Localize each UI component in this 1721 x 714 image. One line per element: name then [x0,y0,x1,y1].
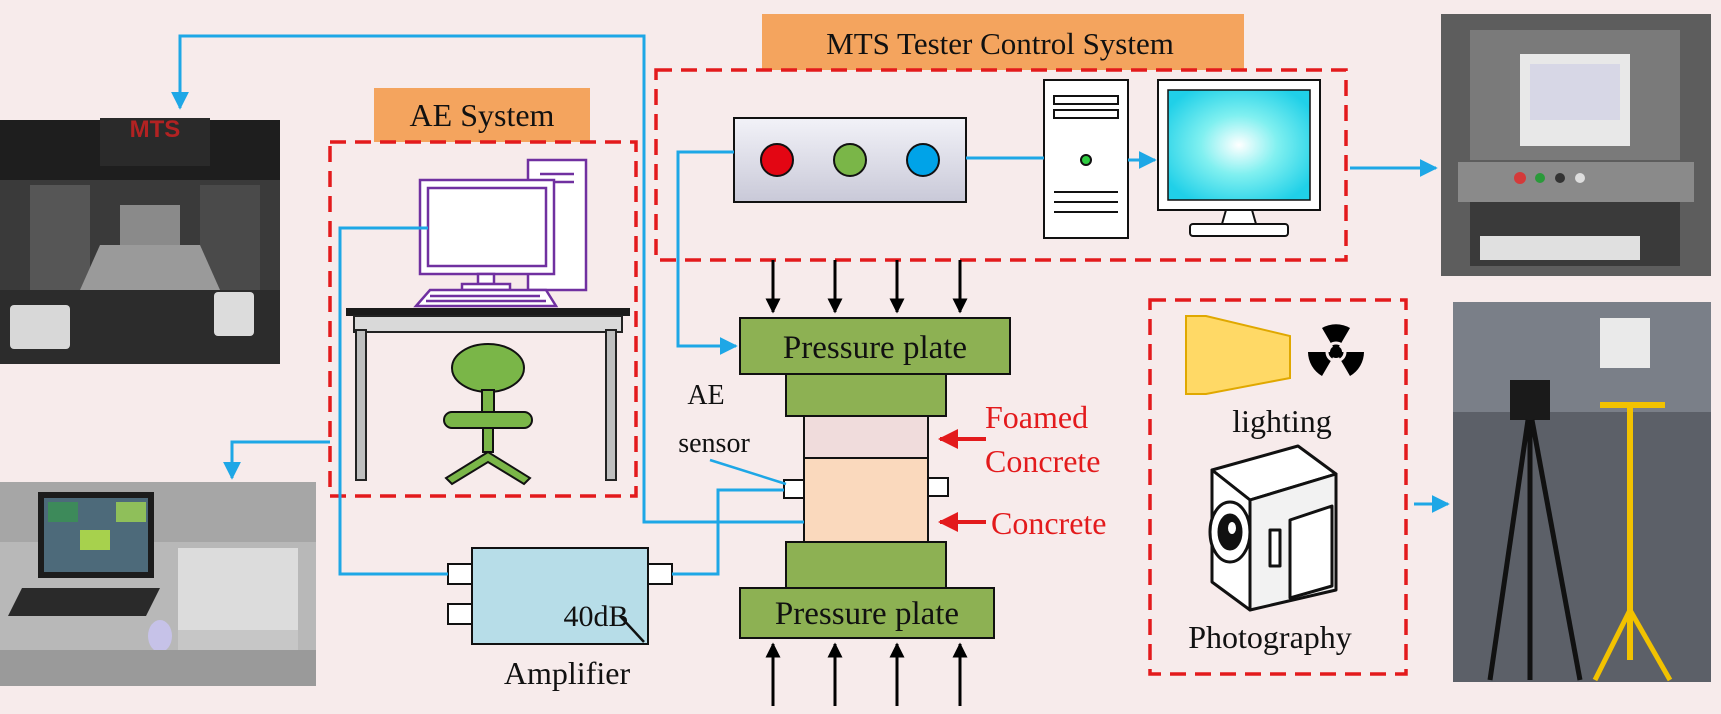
amplifier-output [647,563,673,585]
chair-icon [443,343,533,486]
pressure-plate-bottom [739,587,995,639]
concrete-label: Concrete [991,505,1107,541]
lamp-icon [1185,315,1291,395]
signal-lines [171,34,1450,576]
mts-logo: MTS [130,116,181,143]
pressure-plate-top-label: Pressure plate [783,330,967,366]
desktop-computer-icon [413,158,588,308]
ae-system-dashed-border [328,140,638,498]
platen-bottom [785,541,947,589]
mts-control-title-box [762,14,1244,70]
radiation-icon [1308,324,1364,376]
mts-control-dashed-border [654,68,1348,262]
amplifier-input-bottom [447,603,473,625]
amplifier-gain: 40dB [563,600,628,633]
ae-sensor-right [927,477,949,497]
monitor-icon [1157,79,1321,237]
mts-control-group: MTS Tester Control System [654,14,1348,262]
mts-console-photo [1441,14,1711,276]
camera-setup-photo [1453,302,1711,682]
lighting-label: lighting [1232,403,1332,439]
ae-system-title-box [374,88,590,142]
ae-sensor-pointer [709,458,787,486]
ae-system-group: AE System [328,88,638,498]
ae-equipment-photo [0,482,316,686]
foamed-label-line2: Concrete [985,443,1101,479]
amplifier-input-top [447,563,473,585]
foamed-label-line1: Foamed [985,399,1088,435]
foamed-concrete-layer [803,415,929,459]
mts-machine-photo: MTS [0,116,280,364]
video-camera-icon [1208,444,1338,612]
ae-sensor-label-line1: AE [687,380,724,411]
photography-dashed-border [1148,298,1408,676]
amplifier-label: Amplifier [504,655,631,691]
mts-control-title: MTS Tester Control System [826,26,1174,61]
ae-sensor-left [783,479,805,499]
pressure-plate-bottom-label: Pressure plate [775,596,959,632]
photography-label: Photography [1188,619,1352,655]
control-panel-icon [733,117,967,203]
photography-group: lighting Photography [1148,298,1408,676]
concrete-layer [803,457,929,543]
amplifier-box [471,547,649,645]
ae-system-title: AE System [410,97,555,133]
ae-sensor-label-line2: sensor [678,428,750,459]
desk-icon [346,308,630,481]
pc-tower-icon [1043,79,1129,239]
platen-top [785,373,947,417]
amplifier-group: 40dB Amplifier [447,547,673,691]
